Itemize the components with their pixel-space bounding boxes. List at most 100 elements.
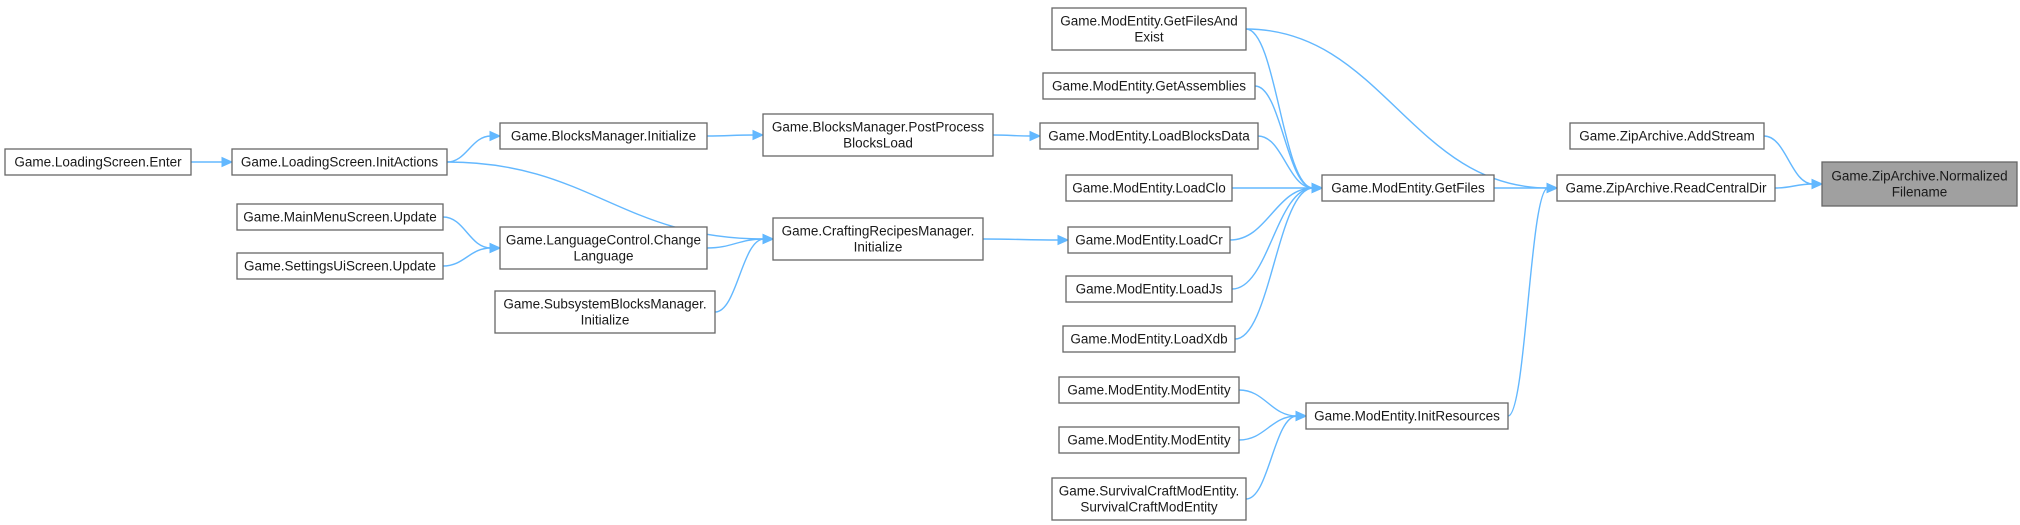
edge-survivalcraft-to-initresources <box>1245 410 1308 500</box>
node-subsysblocks[interactable]: Game.SubsystemBlocksManager.Initialize <box>494 290 716 334</box>
edge-arrowhead <box>1057 234 1070 246</box>
edge-arrowhead <box>762 233 775 245</box>
node-box <box>1305 402 1509 430</box>
edge-arrowhead <box>1546 182 1559 194</box>
node-label: Language <box>573 249 633 264</box>
node-loadcr[interactable]: Game.ModEntity.LoadCr <box>1067 226 1231 254</box>
edge-line <box>1254 85 1314 189</box>
node-box <box>1556 174 1776 202</box>
node-box <box>1058 376 1240 404</box>
node-label: Game.SettingsUiScreen.Update <box>244 259 436 274</box>
node-label: Initialize <box>581 313 630 328</box>
node-loadclo[interactable]: Game.ModEntity.LoadClo <box>1065 174 1233 202</box>
node-box <box>1065 275 1233 303</box>
edge-line <box>1774 183 1814 189</box>
node-loadblocksdata[interactable]: Game.ModEntity.LoadBlocksData <box>1039 122 1259 150</box>
edge-line <box>446 135 492 163</box>
node-loadxdb[interactable]: Game.ModEntity.LoadXdb <box>1062 325 1236 353</box>
node-getassemblies[interactable]: Game.ModEntity.GetAssemblies <box>1042 72 1256 100</box>
node-box <box>1042 72 1256 100</box>
edge-line <box>1234 187 1314 340</box>
node-readcentral[interactable]: Game.ZipArchive.ReadCentralDir <box>1556 174 1776 202</box>
node-label: Game.ZipArchive.ReadCentralDir <box>1565 181 1767 196</box>
node-label: Game.ModEntity.LoadClo <box>1072 181 1226 196</box>
node-box <box>236 252 444 280</box>
edge-line <box>714 238 765 313</box>
node-modentity1[interactable]: Game.ModEntity.ModEntity <box>1058 376 1240 404</box>
node-box <box>1051 7 1247 51</box>
edge-subsysblocks-to-craftinginit <box>714 233 775 313</box>
node-label: Game.ZipArchive.Normalized <box>1831 169 2007 184</box>
node-mainmenu[interactable]: Game.MainMenuScreen.Update <box>236 203 444 231</box>
node-label: SurvivalCraftModEntity <box>1080 500 1218 515</box>
node-box <box>1067 226 1231 254</box>
node-label: Exist <box>1134 30 1164 45</box>
node-label: Game.ModEntity.LoadJs <box>1076 282 1223 297</box>
node-label: Game.SubsystemBlocksManager. <box>503 297 706 312</box>
node-box <box>499 122 708 150</box>
edge-arrowhead <box>1295 410 1308 422</box>
node-label: Game.SurvivalCraftModEntity. <box>1059 484 1240 499</box>
edge-arrowhead <box>489 242 502 254</box>
node-craftinginit[interactable]: Game.CraftingRecipesManager.Initialize <box>772 217 984 261</box>
node-label: Game.LanguageControl.Change <box>506 233 701 248</box>
edge-arrowhead <box>1811 178 1824 190</box>
edge-line <box>1257 135 1314 189</box>
edge-arrowhead <box>752 129 765 141</box>
node-label: Game.ModEntity.LoadCr <box>1075 233 1223 248</box>
node-box <box>1062 325 1236 353</box>
node-box <box>4 148 192 176</box>
edge-line <box>706 134 755 137</box>
node-label: Game.ModEntity.GetFilesAnd <box>1060 14 1238 29</box>
edge-line <box>982 238 1060 241</box>
edge-line <box>992 134 1032 137</box>
node-label: Game.LoadingScreen.InitActions <box>241 155 439 170</box>
node-label: Game.CraftingRecipesManager. <box>782 224 975 239</box>
node-blocksinit[interactable]: Game.BlocksManager.Initialize <box>499 122 708 150</box>
edge-line <box>446 161 765 240</box>
node-addstream[interactable]: Game.ZipArchive.AddStream <box>1569 122 1765 150</box>
edge-line <box>1238 415 1298 441</box>
node-label: Game.ModEntity.ModEntity <box>1067 433 1231 448</box>
node-getfiles[interactable]: Game.ModEntity.GetFiles <box>1321 174 1495 202</box>
edge-getfilesandexist-to-readcentral <box>1245 28 1559 194</box>
edges-layer <box>191 28 1824 500</box>
node-box <box>772 217 984 261</box>
edge-line <box>1231 187 1314 290</box>
node-label: BlocksLoad <box>843 136 913 151</box>
node-loadingenter[interactable]: Game.LoadingScreen.Enter <box>4 148 192 176</box>
node-label: Game.ModEntity.GetAssemblies <box>1052 79 1246 94</box>
edge-readcentral-to-root <box>1774 178 1824 190</box>
node-box <box>1321 174 1495 202</box>
edge-line <box>1245 415 1298 500</box>
edge-line <box>1245 28 1314 189</box>
node-label: Game.BlocksManager.PostProcess <box>772 120 985 135</box>
node-box <box>1039 122 1259 150</box>
node-modentity2[interactable]: Game.ModEntity.ModEntity <box>1058 426 1240 454</box>
node-box <box>1821 161 2018 207</box>
edge-line <box>1238 389 1298 417</box>
node-label: Game.ModEntity.GetFiles <box>1331 181 1485 196</box>
node-box <box>231 148 448 176</box>
node-loadjs[interactable]: Game.ModEntity.LoadJs <box>1065 275 1233 303</box>
node-box <box>1058 426 1240 454</box>
edge-line <box>442 216 492 249</box>
node-label: Game.LoadingScreen.Enter <box>14 155 182 170</box>
node-settingsui[interactable]: Game.SettingsUiScreen.Update <box>236 252 444 280</box>
node-box <box>494 290 716 334</box>
edge-line <box>442 247 492 267</box>
node-initresources[interactable]: Game.ModEntity.InitResources <box>1305 402 1509 430</box>
node-survivalcraft[interactable]: Game.SurvivalCraftModEntity.SurvivalCraf… <box>1051 477 1247 521</box>
node-label: Game.ZipArchive.AddStream <box>1579 129 1755 144</box>
edge-craftinginit-to-loadcr <box>982 234 1070 246</box>
node-box <box>499 226 708 270</box>
nodes-layer: Game.ZipArchive.NormalizedFilenameGame.Z… <box>4 7 2018 521</box>
node-label: Game.MainMenuScreen.Update <box>243 210 437 225</box>
node-box <box>762 113 994 157</box>
node-initactions[interactable]: Game.LoadingScreen.InitActions <box>231 148 448 176</box>
